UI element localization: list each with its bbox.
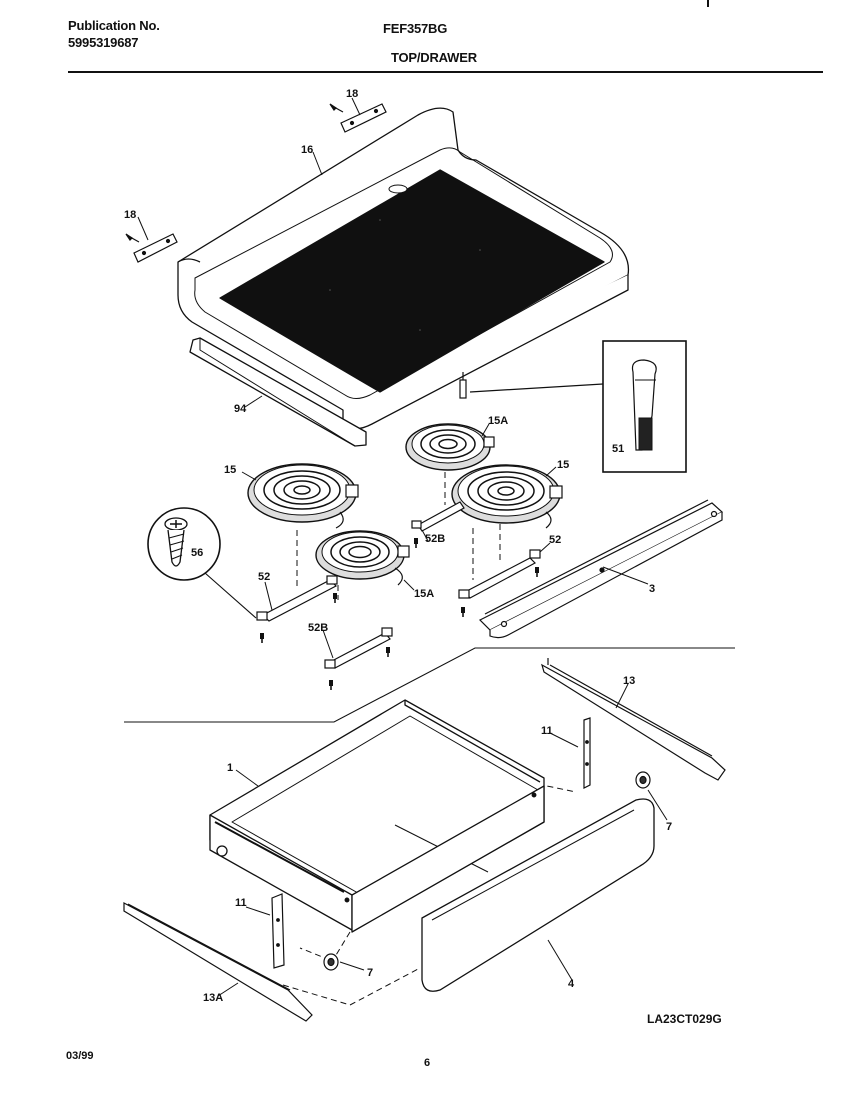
publication-number: 5995319687 (68, 35, 139, 50)
callout-1: 1 (227, 762, 233, 774)
callout-15-right: 15 (557, 459, 569, 471)
callout-52-left: 52 (258, 571, 270, 583)
glass-cooktop-surface (219, 169, 605, 393)
slide-rail-13 (541, 658, 726, 781)
callout-94: 94 (234, 403, 247, 415)
slide-bracket-11-bot (271, 893, 285, 969)
drawer-body-1 (209, 699, 545, 933)
surface-element-15a-top (405, 423, 495, 471)
callout-4: 4 (568, 978, 575, 990)
callout-15-left: 15 (224, 464, 236, 476)
callout-15a-mid: 15A (414, 588, 434, 600)
callout-56: 56 (191, 547, 203, 559)
element-brackets (256, 501, 541, 669)
callout-7-right: 7 (666, 821, 672, 833)
drawer-section-divider (124, 647, 735, 723)
callout-52b-top: 52B (425, 533, 445, 545)
hinge-bracket-18-top (329, 103, 387, 133)
screw-inset-56 (147, 507, 257, 619)
slide-bracket-11-top (583, 717, 591, 789)
callout-52-right: 52 (549, 534, 561, 546)
callout-11-bottom: 11 (235, 897, 247, 909)
surface-element-15-right (451, 464, 563, 529)
limiter-sensor (459, 372, 604, 399)
roller-7-right (635, 771, 651, 789)
callout-18-top: 18 (346, 88, 358, 100)
page-number: 6 (424, 1057, 431, 1069)
callout-51: 51 (612, 443, 624, 455)
callout-7-bottom: 7 (367, 967, 373, 979)
header-rule (68, 71, 823, 73)
callout-52b-bottom: 52B (308, 622, 328, 634)
revision-date: 03/99 (66, 1050, 94, 1062)
callout-3: 3 (649, 583, 655, 595)
publication-label: Publication No. (68, 18, 160, 33)
surface-element-15-left (247, 463, 359, 529)
callout-18-left: 18 (124, 209, 136, 221)
diagram-code: LA23CT029G (647, 1012, 722, 1026)
inset-box-51 (602, 340, 687, 473)
model-number: FEF357BG (383, 21, 448, 36)
callout-13: 13 (623, 675, 635, 687)
hinge-bracket-18-left (125, 233, 178, 263)
top-edge-tick (707, 0, 709, 7)
rear-rail-3 (478, 499, 724, 639)
callout-15a-top: 15A (488, 415, 508, 427)
leader-lines (137, 97, 668, 997)
slide-rail-13a (123, 902, 313, 1022)
callout-13a: 13A (203, 992, 223, 1004)
surface-element-15a-mid (315, 530, 410, 586)
cooktop-assembly (177, 107, 630, 447)
section-title: TOP/DRAWER (391, 50, 477, 65)
drawer-front-4 (421, 798, 655, 992)
callout-11-top: 11 (541, 725, 553, 737)
roller-7-bottom (323, 953, 339, 971)
callout-16: 16 (301, 144, 313, 156)
